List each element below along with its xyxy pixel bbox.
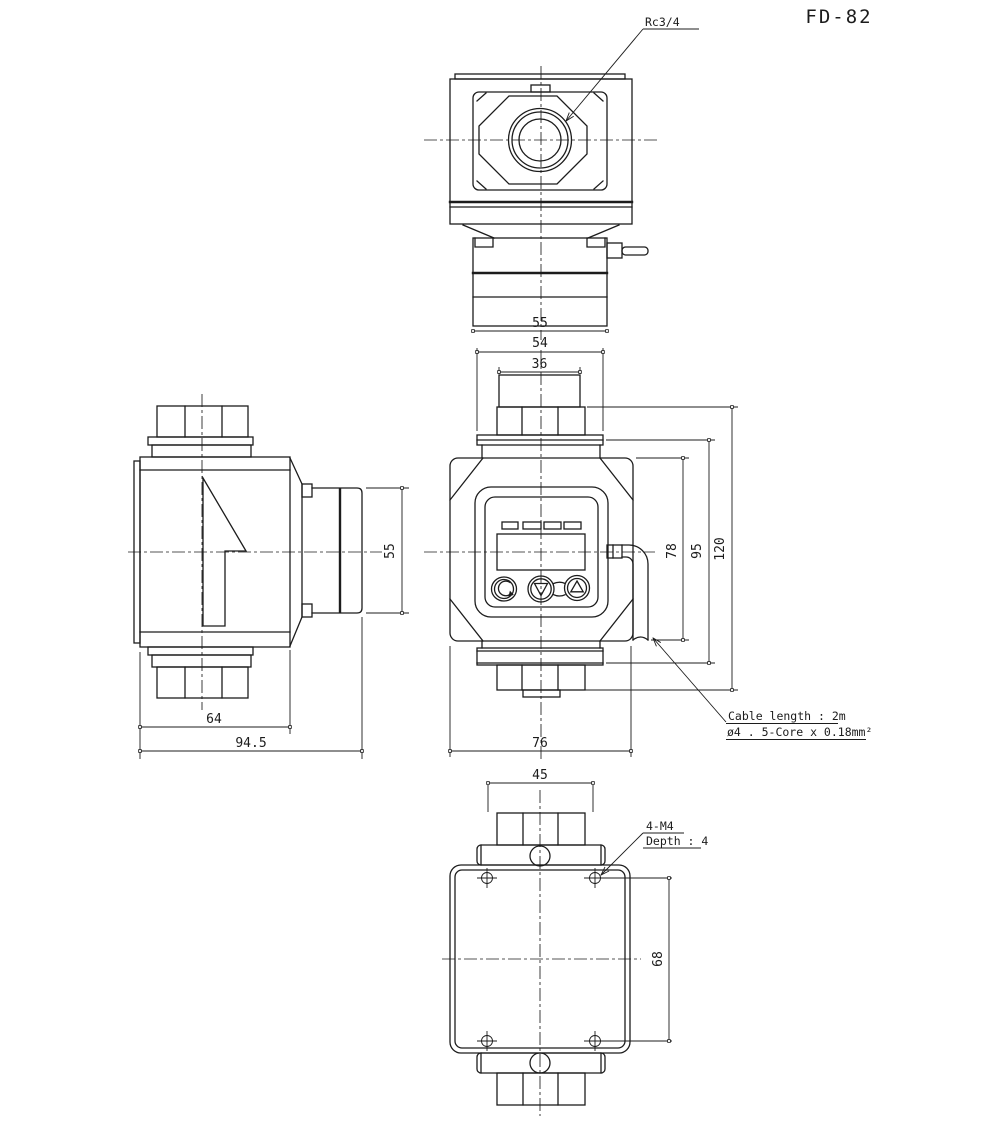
- cable-note-line1: Cable length : 2m: [728, 709, 846, 723]
- cable-gland: [606, 544, 623, 559]
- top-view-connector-body: [472, 237, 608, 327]
- cable-note-line2: ø4 . 5-Core x 0.18mm²: [727, 725, 872, 739]
- hex-port-octagon: [478, 95, 588, 185]
- down-triangle-icon: [533, 582, 549, 597]
- front-pipe: [498, 374, 581, 408]
- side-connector-pin: [621, 246, 649, 256]
- side-hex-bottom: [156, 666, 249, 699]
- dim-side-body-width: 64: [206, 712, 222, 727]
- dim-hex-width: 45: [532, 768, 548, 783]
- indicator-led: [522, 521, 542, 530]
- dim-top-width: 55: [532, 316, 548, 331]
- drawing-title: FD-82: [805, 6, 872, 28]
- side-hex-top: [156, 405, 249, 438]
- indicator-led: [543, 521, 562, 530]
- dim-hole-spacing: 68: [651, 951, 666, 967]
- port-callout: [566, 28, 699, 121]
- dim-connector-width: 54: [532, 336, 548, 351]
- cable-leader-line: [653, 638, 727, 723]
- indicator-led: [563, 521, 582, 530]
- pipe-stub: [522, 689, 561, 698]
- up-triangle-icon: [569, 579, 585, 593]
- screw-leader-line: [601, 832, 644, 875]
- indicator-led: [501, 521, 519, 530]
- display-housing-side: [311, 487, 363, 614]
- mounting-holes: [477, 868, 672, 1051]
- flow-window: [202, 475, 248, 627]
- top-view: [424, 66, 660, 340]
- side-connector-block: [606, 242, 623, 259]
- dim-front-body-height: 78: [665, 543, 680, 559]
- port-leader-line: [566, 28, 644, 121]
- screw-note-line1: 4-M4: [646, 819, 674, 833]
- screw-note-line2: Depth : 4: [646, 834, 708, 848]
- cable: [606, 544, 649, 641]
- bottom-hex-top: [496, 812, 586, 846]
- up-button: [563, 574, 591, 602]
- front-body: [449, 457, 634, 642]
- top-view-panel: [472, 91, 608, 191]
- dim-pipe-width: 36: [532, 357, 548, 372]
- side-view: [128, 394, 409, 759]
- dim-front-body-width: 76: [532, 736, 548, 751]
- front-view: [424, 348, 866, 762]
- bottom-hex-bottom: [496, 1072, 586, 1106]
- dim-side-overall-width: 94.5: [235, 736, 266, 751]
- rotate-arrow-icon: [497, 580, 512, 597]
- dim-front-flange-height: 95: [690, 543, 705, 559]
- mode-button: [490, 576, 518, 602]
- dim-front-overall-height: 120: [713, 537, 728, 560]
- dim-display-height: 55: [383, 543, 398, 559]
- top-view-back-edge: [454, 73, 626, 80]
- port-label: Rc3/4: [645, 15, 680, 29]
- bottom-view: [442, 781, 701, 1116]
